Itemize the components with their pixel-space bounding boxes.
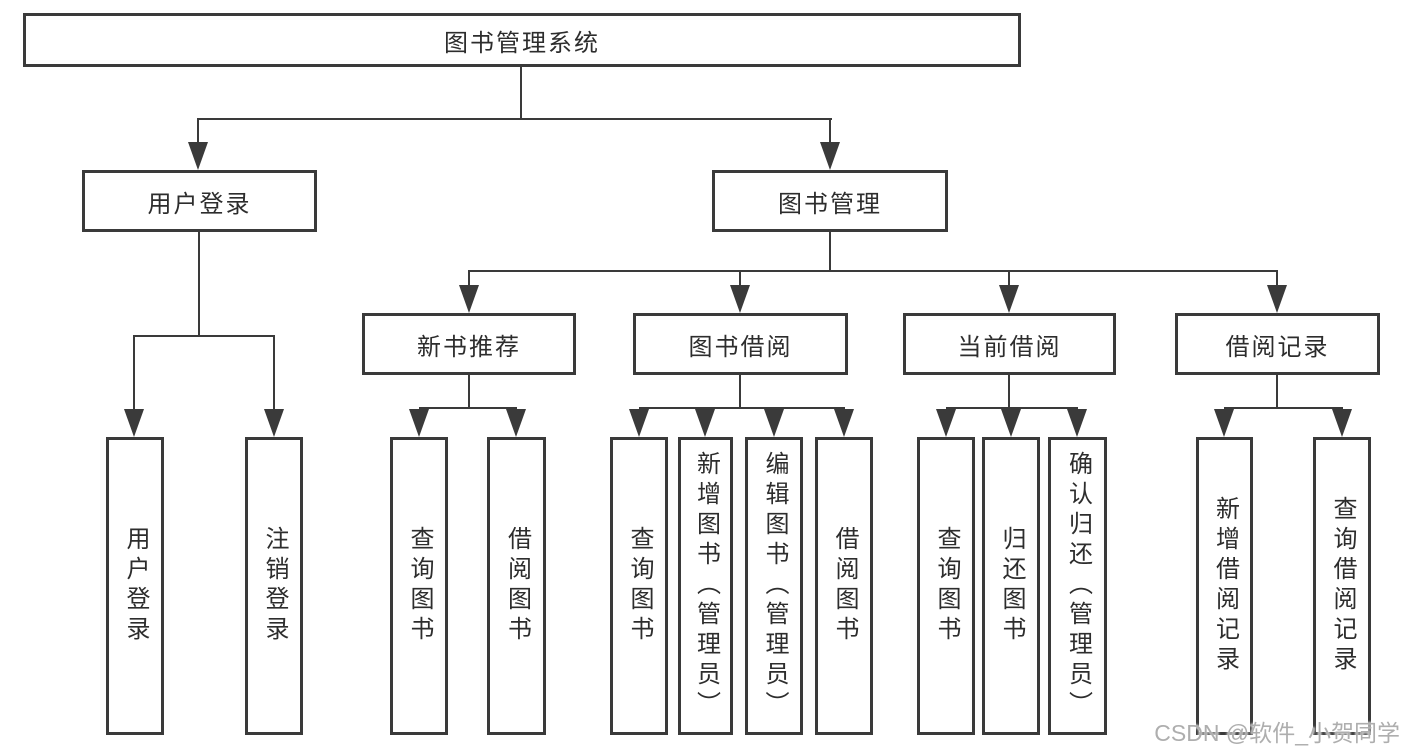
leaf-borrow-books: 借阅图书 bbox=[815, 437, 873, 735]
arrow-down-icon bbox=[820, 142, 840, 170]
connector-user-login-rail bbox=[134, 335, 275, 337]
leaf-confirm-return-admin: 确认归还（管理员） bbox=[1048, 437, 1107, 735]
arrow-down-icon bbox=[1332, 409, 1352, 437]
arrow-down-icon bbox=[695, 409, 715, 437]
connector-records-rail bbox=[1224, 407, 1343, 409]
leaf-user-login: 用户登录 bbox=[106, 437, 164, 735]
arrow-down-icon bbox=[764, 409, 784, 437]
leaf-add-borrow-record: 新增借阅记录 bbox=[1196, 437, 1253, 735]
connector-root-stub bbox=[520, 67, 522, 119]
arrow-down-icon bbox=[1001, 409, 1021, 437]
leaf-logout: 注销登录 bbox=[245, 437, 303, 735]
connector-drop-user-login bbox=[197, 118, 199, 148]
csdn-watermark: CSDN @软件_小贺同学 bbox=[1154, 720, 1400, 746]
arrow-down-icon bbox=[1067, 409, 1087, 437]
connector-drop-section bbox=[1276, 270, 1278, 290]
connector-drop-section bbox=[468, 270, 470, 290]
connector-drop-book-mgmt bbox=[829, 118, 831, 148]
connector-section-stub bbox=[1008, 375, 1010, 408]
connector-newbooks-rail bbox=[419, 407, 517, 409]
arrow-down-icon bbox=[459, 285, 479, 313]
connector-drop-leaf bbox=[273, 335, 275, 412]
connector-section-stub bbox=[739, 375, 741, 408]
arrow-down-icon bbox=[264, 409, 284, 437]
connector-level3-rail bbox=[469, 270, 1278, 272]
leaf-borrow-books: 借阅图书 bbox=[487, 437, 546, 735]
arrow-down-icon bbox=[1214, 409, 1234, 437]
node-borrow-records: 借阅记录 bbox=[1175, 313, 1380, 375]
connector-level1-rail bbox=[198, 118, 832, 120]
connector-user-login-stub bbox=[198, 232, 200, 336]
node-book-management: 图书管理 bbox=[712, 170, 948, 232]
leaf-return-books: 归还图书 bbox=[982, 437, 1040, 735]
connector-section-stub bbox=[1276, 375, 1278, 408]
arrow-down-icon bbox=[834, 409, 854, 437]
node-user-login: 用户登录 bbox=[82, 170, 317, 232]
arrow-down-icon bbox=[730, 285, 750, 313]
node-new-book-recommend: 新书推荐 bbox=[362, 313, 576, 375]
arrow-down-icon bbox=[409, 409, 429, 437]
arrow-down-icon bbox=[936, 409, 956, 437]
leaf-query-books: 查询图书 bbox=[390, 437, 448, 735]
arrow-down-icon bbox=[1267, 285, 1287, 313]
connector-drop-leaf bbox=[133, 335, 135, 412]
connector-book-mgmt-stub bbox=[829, 232, 831, 272]
connector-section-stub bbox=[468, 375, 470, 408]
connector-drop-section bbox=[739, 270, 741, 290]
connector-drop-section bbox=[1008, 270, 1010, 290]
node-current-borrow: 当前借阅 bbox=[903, 313, 1116, 375]
leaf-query-books: 查询图书 bbox=[917, 437, 975, 735]
connector-borrow-rail bbox=[639, 407, 845, 409]
arrow-down-icon bbox=[629, 409, 649, 437]
node-library-management-system: 图书管理系统 bbox=[23, 13, 1021, 67]
leaf-edit-books-admin: 编辑图书（管理员） bbox=[745, 437, 803, 735]
leaf-add-books-admin: 新增图书（管理员） bbox=[678, 437, 733, 735]
arrow-down-icon bbox=[999, 285, 1019, 313]
leaf-query-borrow-record: 查询借阅记录 bbox=[1313, 437, 1371, 735]
arrow-down-icon bbox=[124, 409, 144, 437]
arrow-down-icon bbox=[188, 142, 208, 170]
leaf-query-books: 查询图书 bbox=[610, 437, 668, 735]
arrow-down-icon bbox=[506, 409, 526, 437]
connector-current-rail bbox=[946, 407, 1078, 409]
node-book-borrow: 图书借阅 bbox=[633, 313, 848, 375]
